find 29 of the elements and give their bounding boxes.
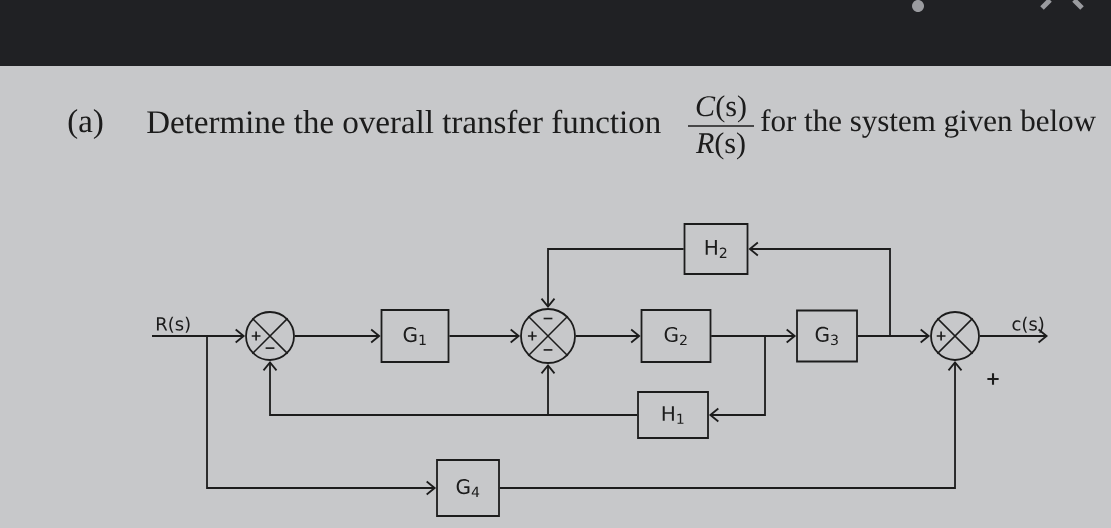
arrow bbox=[294, 328, 381, 344]
block-box: G$_{2}$ bbox=[640, 309, 712, 363]
block-box: G$_{4}$ bbox=[436, 459, 500, 517]
arrow bbox=[979, 328, 1048, 344]
sign: − bbox=[265, 347, 275, 349]
question-text: for the system given below bbox=[761, 109, 1096, 138]
arrow bbox=[748, 241, 891, 337]
arrow bbox=[575, 328, 641, 344]
arrow bbox=[151, 335, 437, 496]
sign: + bbox=[936, 331, 946, 341]
signal-label: R(s) bbox=[157, 316, 190, 333]
block-box: G$_{3}$ bbox=[796, 309, 858, 363]
question-text: (a) bbox=[68, 109, 103, 140]
arrow bbox=[540, 248, 685, 309]
sign: + bbox=[251, 331, 261, 341]
signal-label: c(s) bbox=[1012, 316, 1044, 333]
sign: − bbox=[543, 349, 553, 351]
arrow bbox=[448, 328, 521, 344]
sign: + bbox=[987, 373, 999, 385]
sign: − bbox=[543, 317, 553, 320]
question-text: C(s) bbox=[696, 95, 746, 123]
question-text: Determine the overall transfer function bbox=[147, 109, 661, 134]
arrow bbox=[708, 335, 766, 423]
block-box: H$_{1}$ bbox=[637, 391, 709, 439]
question-text: R(s) bbox=[695, 132, 745, 160]
arrow bbox=[499, 360, 963, 489]
sign: + bbox=[527, 331, 537, 341]
block-box: G$_{1}$ bbox=[380, 309, 450, 363]
block-box: H$_{2}$ bbox=[683, 223, 749, 275]
